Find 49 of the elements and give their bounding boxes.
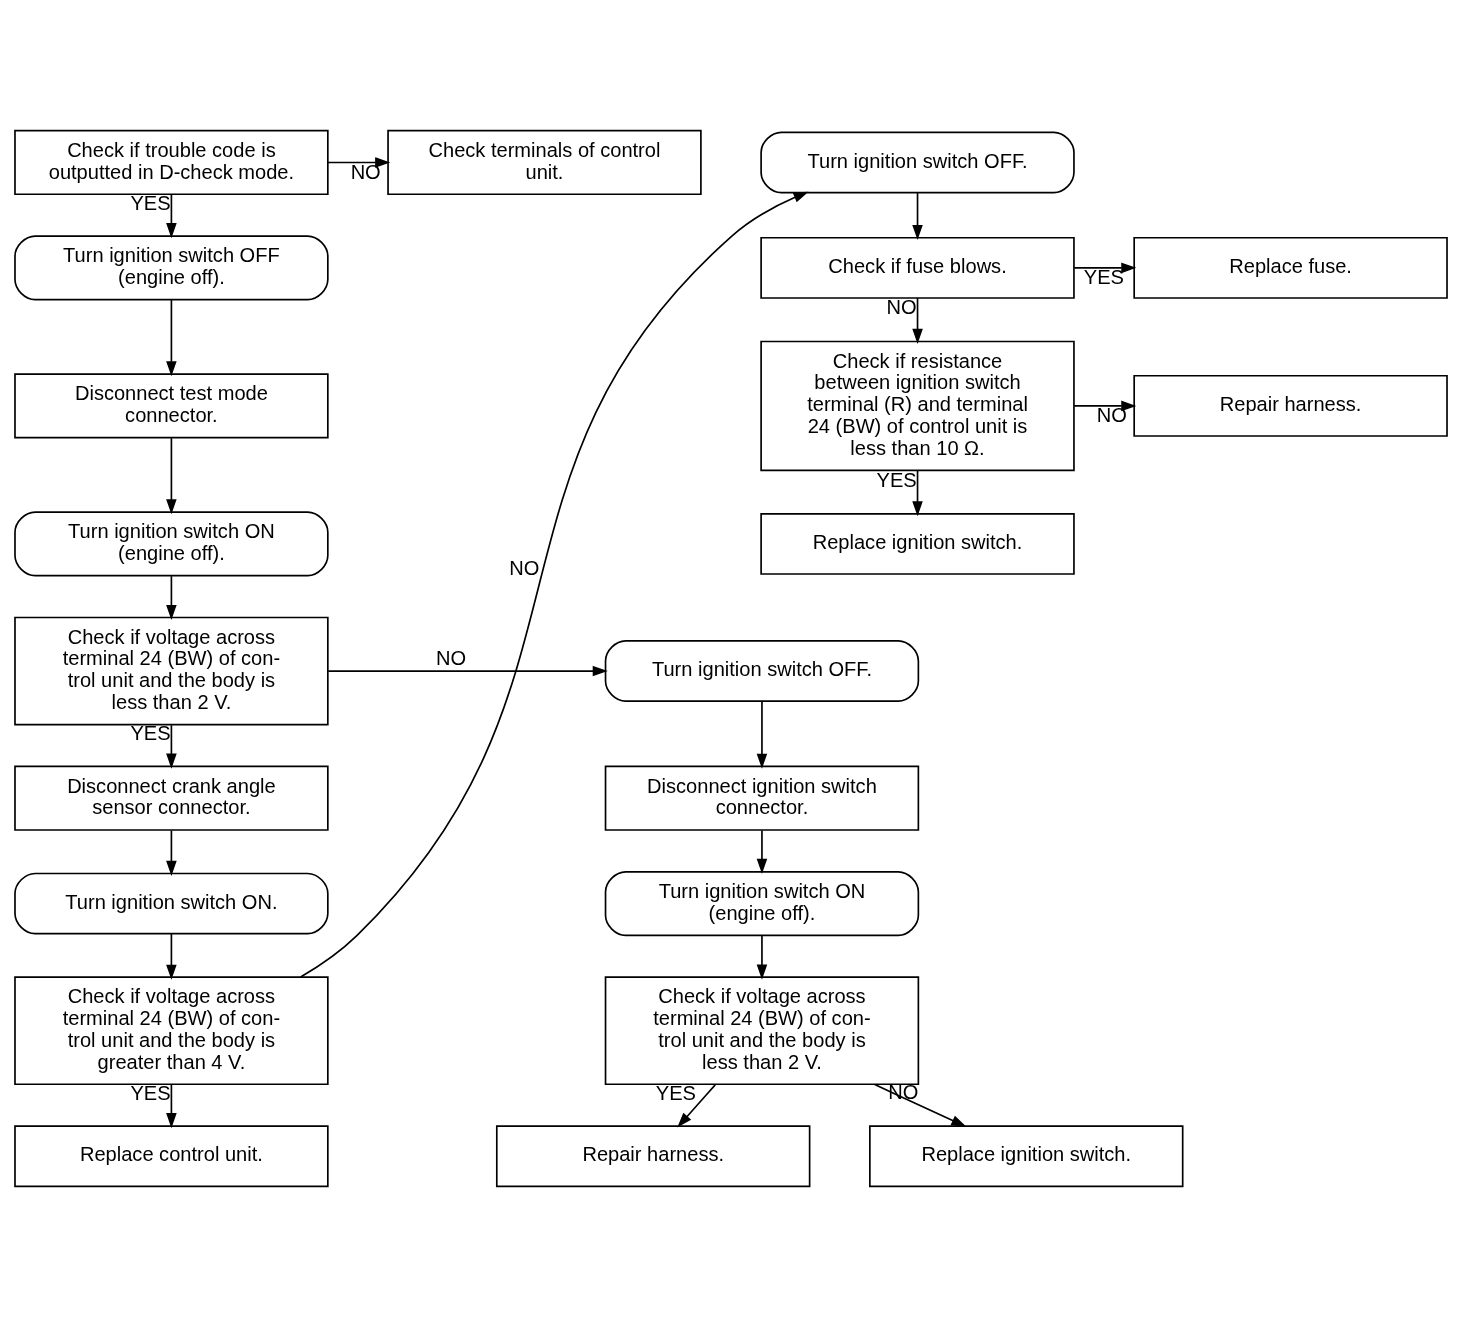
node-box: Check terminals of control unit. xyxy=(387,129,702,196)
node-box: Repair harness. xyxy=(495,1125,811,1188)
arrow xyxy=(166,829,177,876)
arrow xyxy=(756,829,768,874)
arrow xyxy=(677,1084,717,1128)
node-box: Replace ignition switch. xyxy=(869,1125,1184,1188)
arrow xyxy=(756,700,768,769)
node-box: Disconnect crank angle sensor connector. xyxy=(14,765,329,831)
edge-label: NO xyxy=(886,296,917,319)
arrow xyxy=(166,933,177,980)
edge-label: NO xyxy=(436,647,467,670)
node-box: Replace ignition switch. xyxy=(760,512,1075,575)
node-box: Turn ignition switch OFF (engine off). xyxy=(14,235,329,301)
edge-label: NO xyxy=(350,160,381,183)
arrow xyxy=(1073,400,1137,412)
edge-label: YES xyxy=(1083,265,1124,288)
arrow xyxy=(166,1084,177,1129)
node-box: Check if voltage across terminal 24 (BW) of con-trol unit and the body is less than 2 V. xyxy=(14,616,329,726)
arrow xyxy=(166,575,177,620)
node-box: Turn ignition switch ON. xyxy=(14,872,329,935)
arrow xyxy=(873,1083,967,1127)
node-box: Check if fuse blows. xyxy=(760,236,1075,299)
arrow xyxy=(912,192,923,241)
edge-label: NO xyxy=(1096,403,1127,426)
arrow xyxy=(166,193,177,239)
arrow xyxy=(912,470,923,517)
arrow xyxy=(756,935,768,980)
arrow xyxy=(166,437,177,515)
arrow xyxy=(1073,262,1137,274)
node-box: Turn ignition switch ON (engine off). xyxy=(604,870,920,937)
node-box: Turn ignition switch OFF. xyxy=(760,131,1075,194)
arrow xyxy=(327,157,391,168)
arrow xyxy=(166,724,177,769)
node-box: Replace control unit. xyxy=(14,1125,329,1188)
node-box: Disconnect ignition switch connector. xyxy=(604,765,920,831)
node-box: Check if voltage across terminal 24 (BW) of con-trol unit and the body is greater than 4 V. xyxy=(14,976,329,1086)
node-box: Turn ignition switch OFF. xyxy=(604,640,920,702)
node-box: Check if trouble code is outputted in D-check mode. xyxy=(14,129,329,196)
node-box: Replace fuse. xyxy=(1133,236,1448,299)
edge-label: NO xyxy=(509,556,540,579)
node-box: Disconnect test mode connector. xyxy=(14,373,329,439)
node-box: Check if voltage across terminal 24 (BW) of con-trol unit and the body is less than 2 V. xyxy=(604,976,920,1086)
arrow xyxy=(166,299,177,377)
node-box: Repair harness. xyxy=(1133,374,1448,437)
arrow xyxy=(327,665,608,677)
node-box: Turn ignition switch ON (engine off). xyxy=(14,511,329,577)
arrow xyxy=(299,191,809,978)
node-box: Check if resistance between ignition switch terminal (R) and terminal 24 (BW) of control unit is less than 10 Ω. xyxy=(760,340,1075,472)
arrow xyxy=(912,297,923,344)
